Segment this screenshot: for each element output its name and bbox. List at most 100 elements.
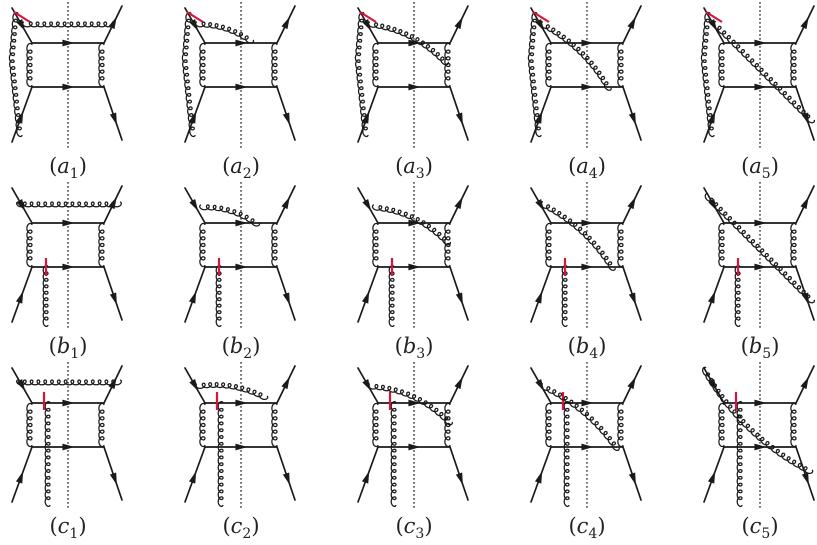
gluon-line [702,366,814,475]
arrow-icon [628,292,636,305]
gluon-line [617,402,624,448]
gluon-line [215,264,222,328]
arrow-icon [454,196,463,210]
label-letter: a [403,154,416,178]
gluon-line [718,222,725,268]
label-subscript: 1 [70,346,79,362]
arrow-icon [15,291,24,304]
gluon-line [540,201,616,271]
gluon-line [527,11,542,138]
arrow-icon [189,19,199,32]
arrow-icon [455,112,463,125]
quark-line [449,266,469,321]
label-letter: b [230,334,243,358]
label-close-paren: ) [425,334,433,358]
gluon-line [444,222,451,268]
arrow-icon [707,471,716,484]
arrow-icon [707,291,716,304]
gluon-line [545,42,552,88]
label-close-paren: ) [771,334,779,358]
diagram-label: (b5) [741,334,780,362]
label-subscript: 4 [588,526,597,542]
arrow-icon [109,112,117,125]
diagram-c5: (c5) [702,362,815,542]
diagram-b4: (b4) [530,182,642,362]
arrow-icon [535,19,545,32]
diagram-a5: (a5) [700,2,816,182]
quark-line [795,446,815,501]
arrow-icon [628,112,636,125]
quark-line [276,266,296,321]
label-close-paren: ) [79,334,87,358]
arrow-icon [188,471,197,484]
label-close-paren: ) [251,514,259,538]
label-close-paren: ) [771,154,779,178]
quark-line [622,446,642,501]
label-open-paren: ( [49,334,57,358]
gluon-line [26,42,33,88]
gluon-line [98,222,105,268]
label-open-paren: ( [222,514,230,538]
arrow-icon [15,471,24,484]
label-subscript: 2 [243,166,252,182]
arrow-icon [362,199,372,212]
gluon-line [540,21,612,91]
arrow-icon [628,472,636,485]
arrow-icon [189,199,199,212]
diagram-b5: (b5) [703,182,816,362]
gluon-line [367,383,454,426]
arrow-icon [16,199,26,212]
diagram-c1: (c1) [11,362,123,542]
label-subscript: 1 [70,166,79,182]
label-letter: a [576,154,589,178]
diagram-label: (b4) [568,334,607,362]
gluon-line [271,222,278,268]
arrow-icon [801,472,809,485]
diagram-label: (a2) [222,154,260,182]
label-open-paren: ( [49,154,57,178]
quark-line [622,266,642,321]
arrow-icon [627,16,636,30]
arrow-icon [627,376,636,390]
label-open-paren: ( [568,514,576,538]
gluon-line [371,204,452,246]
arrow-icon [109,472,117,485]
label-open-paren: ( [222,334,230,358]
quark-line [276,446,296,501]
gluon-line [704,192,816,304]
quark-line [103,266,123,321]
label-subscript: 3 [415,526,424,542]
label-close-paren: ) [252,334,260,358]
gluon-line [790,402,797,448]
arrow-icon [800,376,809,390]
arrow-icon [627,196,636,210]
label-letter: a [230,154,243,178]
arrow-icon [362,19,372,32]
diagram-label: (c5) [741,514,778,542]
arrow-icon [454,376,463,390]
diagram-label: (b2) [222,334,261,362]
arrow-icon [189,379,199,392]
diagram-label: (c3) [395,514,432,542]
gluon-line [271,402,278,448]
label-subscript: 5 [762,166,771,182]
gluon-line [790,222,797,268]
quark-line [795,86,815,141]
gluon-line [388,264,395,328]
diagram-a4: (a4) [527,2,642,182]
cut-mark [359,11,377,23]
arrow-icon [362,379,372,392]
arrow-icon [281,16,290,30]
label-open-paren: ( [222,154,230,178]
gluon-line [26,222,33,268]
cut-mark [705,11,723,23]
gluon-line [712,20,816,124]
label-open-paren: ( [395,514,403,538]
diagram-label: (c2) [222,514,259,542]
label-subscript: 5 [762,346,771,362]
diagram-c2: (c2) [184,362,296,542]
gluon-line [26,402,33,448]
gluon-line [98,402,105,448]
diagram-b1: (b1) [11,182,123,362]
arrow-icon [800,196,809,210]
